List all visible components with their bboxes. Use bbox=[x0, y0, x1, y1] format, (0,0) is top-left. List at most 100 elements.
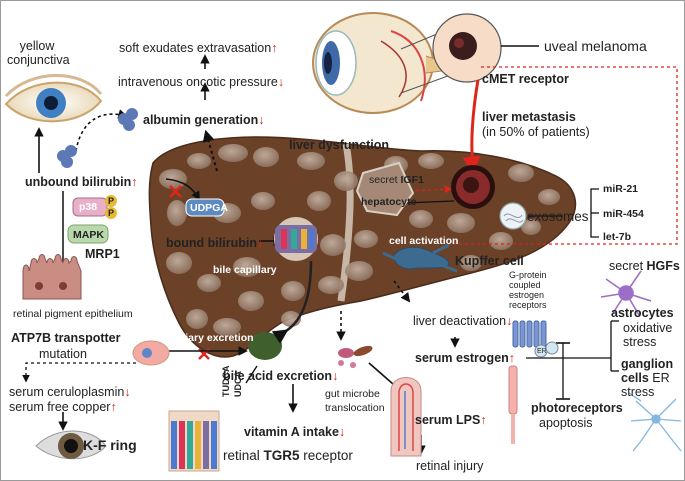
exosomes-label: exosomes bbox=[527, 209, 589, 224]
lobule bbox=[345, 261, 373, 281]
retinal-injury-label: retinal injury bbox=[416, 459, 484, 473]
phospho-label: P bbox=[108, 208, 115, 218]
arrow-bilirubin-albumin bbox=[75, 109, 128, 152]
cmet-dotted-line bbox=[448, 66, 678, 245]
p38-badge bbox=[72, 197, 108, 217]
lobule bbox=[166, 252, 192, 274]
lobule bbox=[233, 257, 261, 277]
lobule bbox=[538, 189, 560, 205]
lobule bbox=[197, 274, 221, 292]
unbound-bilirubin-label: unbound bilirubin↑ bbox=[25, 175, 138, 189]
udpga-label: UDPGA bbox=[190, 202, 228, 214]
bilirubin-molecule-icon bbox=[57, 108, 138, 168]
astrocyte-icon bbox=[600, 270, 652, 316]
lobule bbox=[187, 153, 211, 169]
arrow-atp7b-copper bbox=[22, 362, 136, 383]
lobule bbox=[508, 164, 534, 182]
let7b-label: let-7b bbox=[603, 231, 632, 243]
p38-label: p38 bbox=[79, 201, 98, 213]
kupffer-cell-label: Kupffer cell bbox=[455, 254, 524, 268]
photoreceptors-label: photoreceptors bbox=[531, 401, 623, 415]
lobule bbox=[489, 232, 513, 250]
liver-deactivation-label: liver deactivation↓ bbox=[413, 314, 513, 328]
eye-icon bbox=[4, 74, 103, 123]
retina-epithelium-icon bbox=[22, 254, 82, 300]
lobule bbox=[218, 144, 248, 162]
retina-layers-icon bbox=[168, 410, 220, 472]
apoptosis-label: apoptosis bbox=[539, 416, 593, 430]
lobule bbox=[318, 276, 344, 294]
hepatocyte-link bbox=[403, 200, 455, 204]
lobule bbox=[186, 309, 208, 329]
hepatocyte-icon bbox=[355, 161, 415, 217]
secret-igf1-label: secret IGF1 bbox=[369, 174, 424, 186]
hepatocyte-label: hepatocyte bbox=[361, 196, 417, 208]
mapk-label: MAPK bbox=[73, 229, 104, 241]
bacteria-icon bbox=[338, 345, 373, 368]
atp7b-label: ATP7B transpotter bbox=[11, 331, 121, 345]
lobule bbox=[418, 153, 444, 169]
lobule bbox=[167, 200, 187, 226]
liver-dysfunction-label: liver dysfunction bbox=[289, 138, 390, 152]
liver-metastasis-label: liver metastasis bbox=[482, 110, 576, 124]
exosome-icon bbox=[499, 202, 527, 230]
liver-lobules bbox=[159, 144, 560, 336]
arrow-liver-albumin bbox=[202, 129, 218, 172]
eye-anatomy-icon bbox=[312, 12, 442, 114]
kf-ring-label: K-F ring bbox=[83, 437, 137, 453]
mir21-label: miR-21 bbox=[603, 183, 639, 195]
lobule bbox=[334, 171, 358, 191]
tudca-label: TUDCA bbox=[221, 365, 231, 398]
mrp1-label: MRP1 bbox=[85, 247, 120, 261]
lobule bbox=[521, 219, 541, 235]
secret-hgfs-label: secret HGFs bbox=[609, 259, 680, 273]
atp7b-cell-icon bbox=[132, 340, 170, 366]
metastasis-arrow bbox=[462, 79, 481, 175]
udca-label: UDCA bbox=[233, 371, 243, 397]
phospho-label: P bbox=[108, 196, 115, 206]
mir454-label: miR-454 bbox=[603, 208, 644, 220]
lobule bbox=[253, 147, 279, 167]
uveal-melanoma-label: uveal melanoma bbox=[544, 38, 647, 54]
udpga-badge bbox=[185, 198, 225, 217]
liver-metastasis-icon bbox=[451, 165, 495, 209]
bound-bilirubin-label: bound bilirubin↓ bbox=[166, 236, 264, 250]
arrow-liver-deactivation bbox=[393, 280, 411, 303]
mapk-badge bbox=[67, 224, 109, 244]
lobule bbox=[447, 213, 475, 233]
rod-cell-icon bbox=[508, 365, 518, 444]
biliary-excretion-label: biliary excretion bbox=[173, 332, 254, 344]
lobule bbox=[307, 191, 331, 211]
metastasis-pct-label: (in 50% of patients) bbox=[482, 125, 590, 139]
intestinal-villus-icon bbox=[390, 377, 422, 457]
lobule bbox=[354, 230, 378, 248]
bile-capillary-icon bbox=[274, 217, 318, 261]
oncotic-label: intravenous oncotic pressure↓ bbox=[118, 75, 285, 89]
lobule bbox=[159, 169, 187, 189]
vitamin-a-label: vitamin A intake↓ bbox=[244, 425, 346, 439]
serum-estrogen-label: serum estrogen↑ bbox=[415, 351, 516, 365]
ceruloplasmin-label: serum ceruloplasmin↓ bbox=[9, 385, 131, 399]
lobule bbox=[409, 210, 433, 228]
bile-acid-label: bile acid excretion↓ bbox=[223, 369, 339, 383]
lobule bbox=[251, 192, 275, 210]
free-copper-label: serum free copper↑ bbox=[9, 400, 117, 414]
ganglion-cell-icon bbox=[628, 392, 682, 452]
phospho-icon bbox=[105, 207, 117, 219]
soft-exudates-label: soft exudates extravasation↑ bbox=[119, 41, 278, 55]
kupffer-cell-icon bbox=[382, 243, 458, 273]
lobule bbox=[281, 281, 305, 301]
phospho-icon bbox=[105, 195, 117, 207]
cmet-receptor-label: cMET receptor bbox=[482, 72, 569, 86]
lobule bbox=[297, 152, 325, 170]
receptor-icon bbox=[512, 320, 547, 348]
kf-ring-eye-icon bbox=[35, 430, 107, 460]
tgr5-label: retinal TGR5 receptor bbox=[223, 448, 353, 463]
serum-lps-label: serum LPS↑ bbox=[415, 413, 487, 427]
bile-capillary-label: bile capillary bbox=[213, 264, 277, 276]
